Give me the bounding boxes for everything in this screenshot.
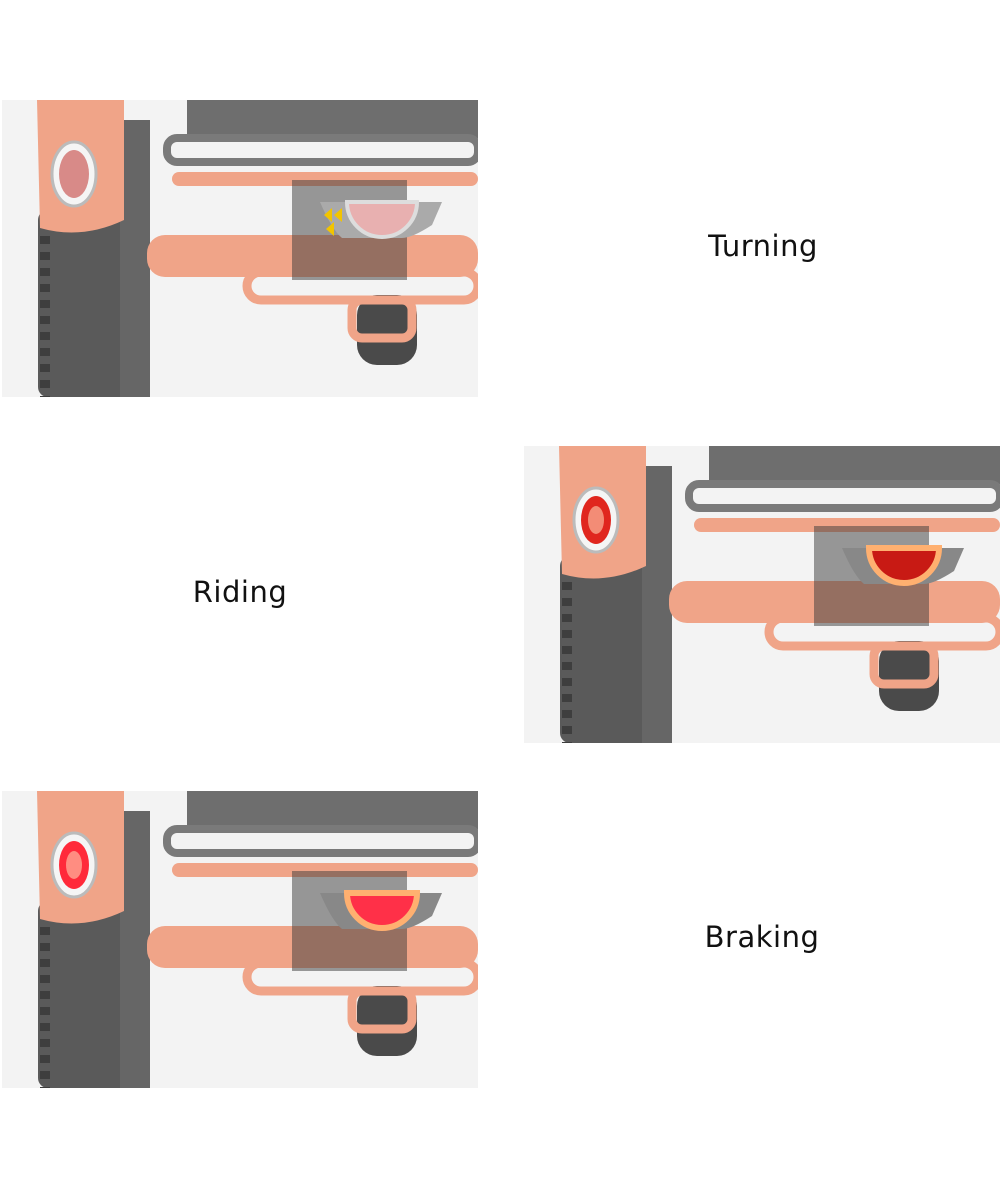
braking-label: Braking <box>704 920 820 954</box>
fender-reflector-light <box>50 831 98 899</box>
rear-tail-light <box>842 545 964 586</box>
rear-tail-light <box>320 890 442 931</box>
rear-tail-light <box>320 200 442 239</box>
turning-label: Turning <box>708 229 818 263</box>
riding-light-photo <box>524 446 1000 743</box>
rear-tire <box>38 120 150 397</box>
riding-label: Riding <box>192 575 288 609</box>
braking-light-photo <box>2 791 478 1088</box>
turn-signal-arrow-icon <box>324 208 342 236</box>
fender-reflector-light <box>50 140 98 208</box>
turning-light-photo <box>2 100 478 397</box>
rear-tire <box>560 466 672 743</box>
rear-tire <box>38 811 150 1088</box>
fender-reflector-light <box>572 486 620 554</box>
